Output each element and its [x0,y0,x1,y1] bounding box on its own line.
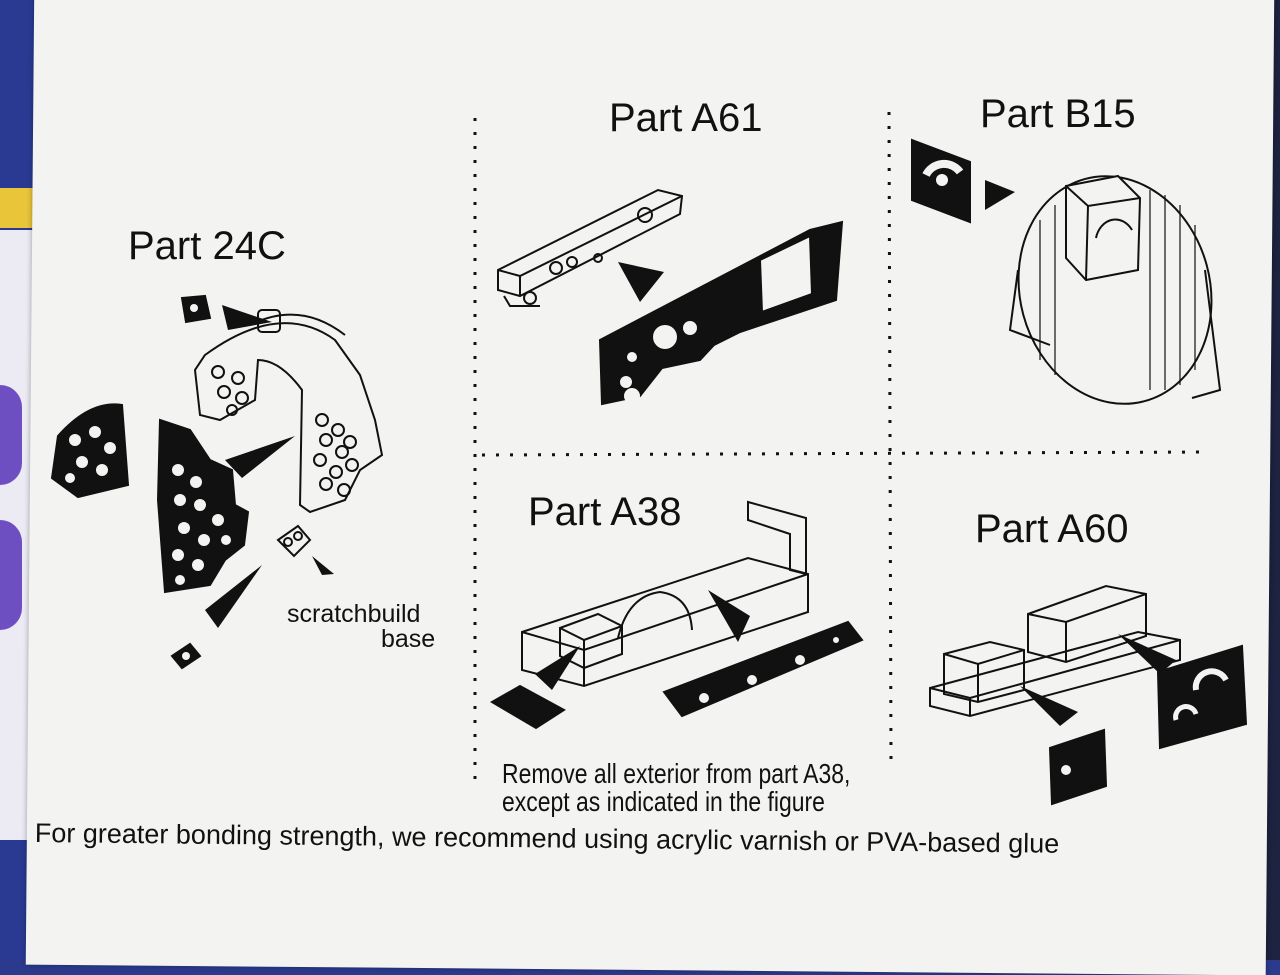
part-24c-diagram [50,294,384,670]
dotted-dividers [473,111,1206,790]
part-a61-title: Part A61 [609,96,763,140]
part-b15-diagram [911,138,1222,405]
part-a38-title: Part A38 [528,490,682,534]
part-a60-diagram [929,584,1248,806]
part-a38-diagram [490,500,864,730]
background-purple-shape [0,385,22,485]
note-line-1: Remove all exterior from part A38, [502,758,851,789]
base-annotation: base [381,625,436,653]
scratchbuild-annotation: scratchbuild [287,600,421,628]
note-line-2: except as indicated in the figure [502,786,825,817]
part-a60-title: Part A60 [975,507,1129,551]
part-a61-diagram [497,188,844,406]
background-purple-shape [0,520,22,630]
part-b15-title: Part B15 [980,92,1136,136]
part-24c-title: Part 24C [128,224,286,268]
